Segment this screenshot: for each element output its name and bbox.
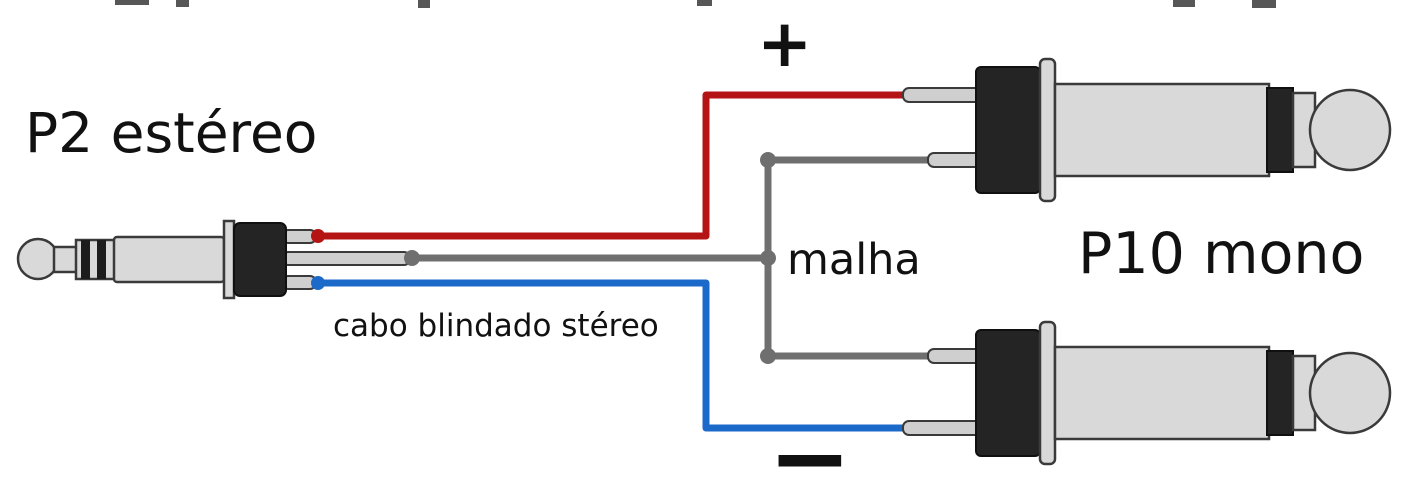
solder-dot-shield-bottom (760, 348, 776, 364)
p2-pin-tip (281, 229, 317, 244)
p10-bottom-flange (1038, 320, 1057, 466)
p10-top-flange (1038, 57, 1057, 203)
label-p10-mono: P10 mono (1078, 221, 1364, 287)
top-edge-crop-artifacts (115, 0, 1276, 8)
p10-top-insulator-band (1266, 87, 1294, 173)
p10-bottom-insulator-band (1266, 350, 1294, 436)
p2-body (233, 222, 287, 297)
solder-dot-shield-start (404, 250, 420, 266)
p10-mono-plug-bottom (902, 320, 1392, 466)
solder-dot-negative-start (311, 276, 325, 290)
solder-dot-shield-junction (760, 250, 776, 266)
p2-pin-shield (281, 251, 411, 266)
p2-stereo-plug (16, 219, 411, 300)
solder-dot-positive-start (311, 229, 325, 243)
p10-top-barrel (1053, 82, 1271, 178)
p2-insulator-ring-1 (81, 240, 90, 279)
p2-pin-ring (281, 275, 317, 290)
label-cabo-blindado: cabo blindado stéreo (333, 308, 659, 344)
p10-mono-plug-top (902, 57, 1392, 203)
label-p2-stereo: P2 estéreo (25, 101, 317, 165)
label-minus: − (768, 399, 852, 501)
p2-barrel (112, 235, 226, 284)
p10-bottom-barrel (1053, 345, 1271, 441)
p10-bottom-tip-lug (902, 420, 984, 436)
p10-top-tip-ball (1308, 88, 1392, 172)
p2-collar (222, 219, 236, 300)
p2-tip-neck (52, 245, 80, 274)
p10-top-tip-lug (902, 87, 984, 103)
p10-bottom-tip-ball (1308, 351, 1392, 435)
p10-top-body (975, 66, 1041, 194)
wire-positive (314, 91, 914, 240)
solder-dot-shield-top (760, 152, 776, 168)
p10-bottom-body (975, 329, 1041, 457)
wire-negative (314, 279, 914, 432)
label-malha: malha (787, 235, 921, 285)
label-plus: + (757, 5, 812, 82)
p2-tip-ball (16, 237, 60, 281)
wires (311, 87, 940, 436)
p2-insulator-ring-2 (97, 240, 106, 279)
